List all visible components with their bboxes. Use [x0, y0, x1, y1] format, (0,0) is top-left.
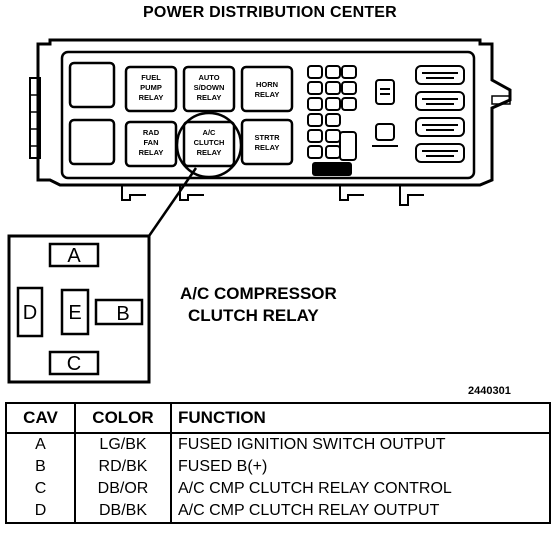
empty-relay-socket	[68, 118, 116, 166]
figure-reference: 2440301	[468, 385, 511, 397]
svg-text:RAD: RAD	[143, 128, 160, 137]
cell-function: FUSED IGNITION SWITCH OUTPUT	[170, 433, 551, 456]
cell-color: LG/BK	[74, 433, 172, 456]
svg-text:RELAY: RELAY	[197, 93, 222, 102]
cell-function: A/C CMP CLUTCH RELAY OUTPUT	[170, 500, 551, 524]
caption-line-2: CLUTCH RELAY	[188, 306, 319, 325]
cell-cav: A	[5, 433, 76, 456]
cell-function: A/C CMP CLUTCH RELAY CONTROL	[170, 478, 551, 500]
cell-cav: C	[5, 478, 76, 500]
header-function: FUNCTION	[170, 402, 551, 434]
relay-rad-fan: RAD FAN RELAY	[124, 120, 178, 168]
cavity-c	[48, 350, 100, 376]
diagram-title: POWER DISTRIBUTION CENTER	[143, 4, 397, 21]
connector-detail: A C D E B	[7, 167, 198, 384]
cavity-d	[16, 286, 44, 338]
empty-relay-socket	[68, 61, 116, 109]
table-header-row: CAV COLOR FUNCTION	[5, 402, 551, 434]
svg-text:A/C: A/C	[203, 128, 217, 137]
svg-text:HORN: HORN	[256, 80, 278, 89]
mini-fuse-columns	[307, 65, 357, 161]
relay-ac-clutch: A/C CLUTCH RELAY	[182, 120, 236, 168]
svg-text:RELAY: RELAY	[255, 90, 280, 99]
table-row: C DB/OR A/C CMP CLUTCH RELAY CONTROL	[5, 478, 551, 500]
table-row: A LG/BK FUSED IGNITION SWITCH OUTPUT	[5, 433, 551, 456]
caption-line-1: A/C COMPRESSOR	[180, 284, 337, 303]
cell-color: DB/BK	[74, 500, 172, 524]
cavity-d-label: D	[23, 302, 37, 324]
header-cav: CAV	[5, 402, 76, 434]
fuse-block-connector	[312, 162, 352, 176]
fuse-markings	[372, 72, 458, 157]
svg-text:CLUTCH: CLUTCH	[194, 138, 225, 147]
relay-starter: STRTR RELAY	[240, 118, 294, 166]
relay-fuel-pump: FUEL PUMP RELAY	[124, 65, 178, 113]
cavity-b	[94, 298, 144, 326]
table-row: B RD/BK FUSED B(+)	[5, 456, 551, 478]
cavity-a-label: A	[67, 245, 81, 267]
ac-clutch-relay-highlight	[175, 111, 243, 179]
svg-text:RELAY: RELAY	[139, 93, 164, 102]
relay-horn: HORN RELAY	[240, 65, 294, 113]
relay-auto-shutdown: AUTO S/DOWN RELAY	[182, 65, 236, 113]
svg-text:FAN: FAN	[144, 138, 159, 147]
pinout-table: CAV COLOR FUNCTION A LG/BK FUSED IGNITIO…	[5, 402, 551, 524]
cavity-c-label: C	[67, 353, 81, 375]
cavity-a	[48, 242, 100, 268]
cell-color: RD/BK	[74, 456, 172, 478]
svg-text:AUTO: AUTO	[198, 73, 219, 82]
connector-caption: A/C COMPRESSOR CLUTCH RELAY	[180, 283, 337, 327]
svg-text:PUMP: PUMP	[140, 83, 162, 92]
svg-text:RELAY: RELAY	[255, 143, 280, 152]
pdc-diagram: FUEL PUMP RELAY AUTO S/DOWN RELAY HORN R…	[7, 38, 512, 384]
cell-function: FUSED B(+)	[170, 456, 551, 478]
cavity-b-label: B	[116, 303, 129, 325]
svg-text:S/DOWN: S/DOWN	[194, 83, 225, 92]
cavity-e-label: E	[68, 302, 81, 324]
cell-cav: B	[5, 456, 76, 478]
svg-text:RELAY: RELAY	[197, 148, 222, 157]
pdc-housing	[29, 38, 512, 206]
cell-cav: D	[5, 500, 76, 524]
cavity-e	[60, 288, 90, 336]
svg-text:RELAY: RELAY	[139, 148, 164, 157]
table-row: D DB/BK A/C CMP CLUTCH RELAY OUTPUT	[5, 500, 551, 524]
cell-color: DB/OR	[74, 478, 172, 500]
header-color: COLOR	[74, 402, 172, 434]
cartridge-fuses	[375, 65, 465, 163]
svg-text:FUEL: FUEL	[141, 73, 161, 82]
svg-text:STRTR: STRTR	[255, 133, 281, 142]
